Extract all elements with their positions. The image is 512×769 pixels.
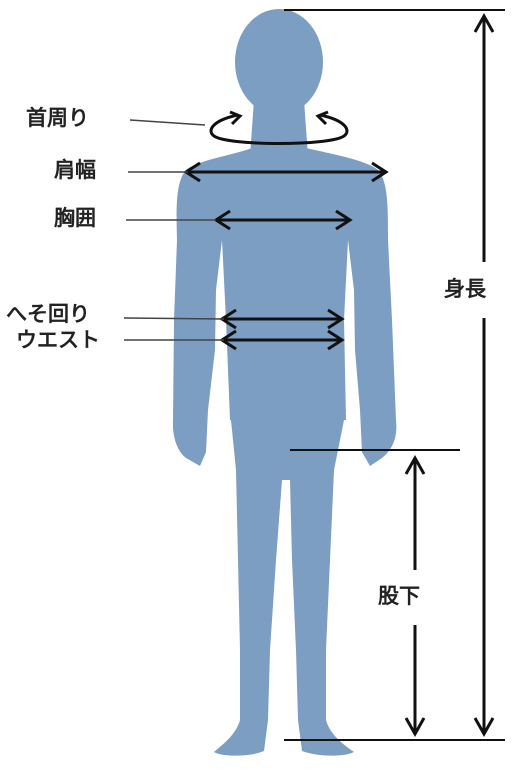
- legs: [214, 410, 354, 756]
- navel-leader: [123, 317, 225, 320]
- chest-label: 胸囲: [54, 206, 96, 230]
- navel-label: へそ回り: [6, 302, 90, 326]
- inseam-measure: [290, 449, 460, 738]
- shoulder-label: 肩幅: [54, 158, 96, 182]
- neck-leader: [129, 119, 206, 126]
- neck-label: 首周り: [26, 106, 89, 130]
- neck-shape: [250, 100, 308, 156]
- waist-label: ウエスト: [16, 328, 100, 352]
- body-silhouette: [172, 9, 397, 756]
- head: [235, 9, 323, 115]
- height-label: 身長: [444, 277, 486, 301]
- height-measure: [284, 9, 505, 741]
- leader-lines: [123, 119, 225, 341]
- inseam-label: 股下: [378, 584, 420, 608]
- neck-circle-arrow: [209, 110, 349, 145]
